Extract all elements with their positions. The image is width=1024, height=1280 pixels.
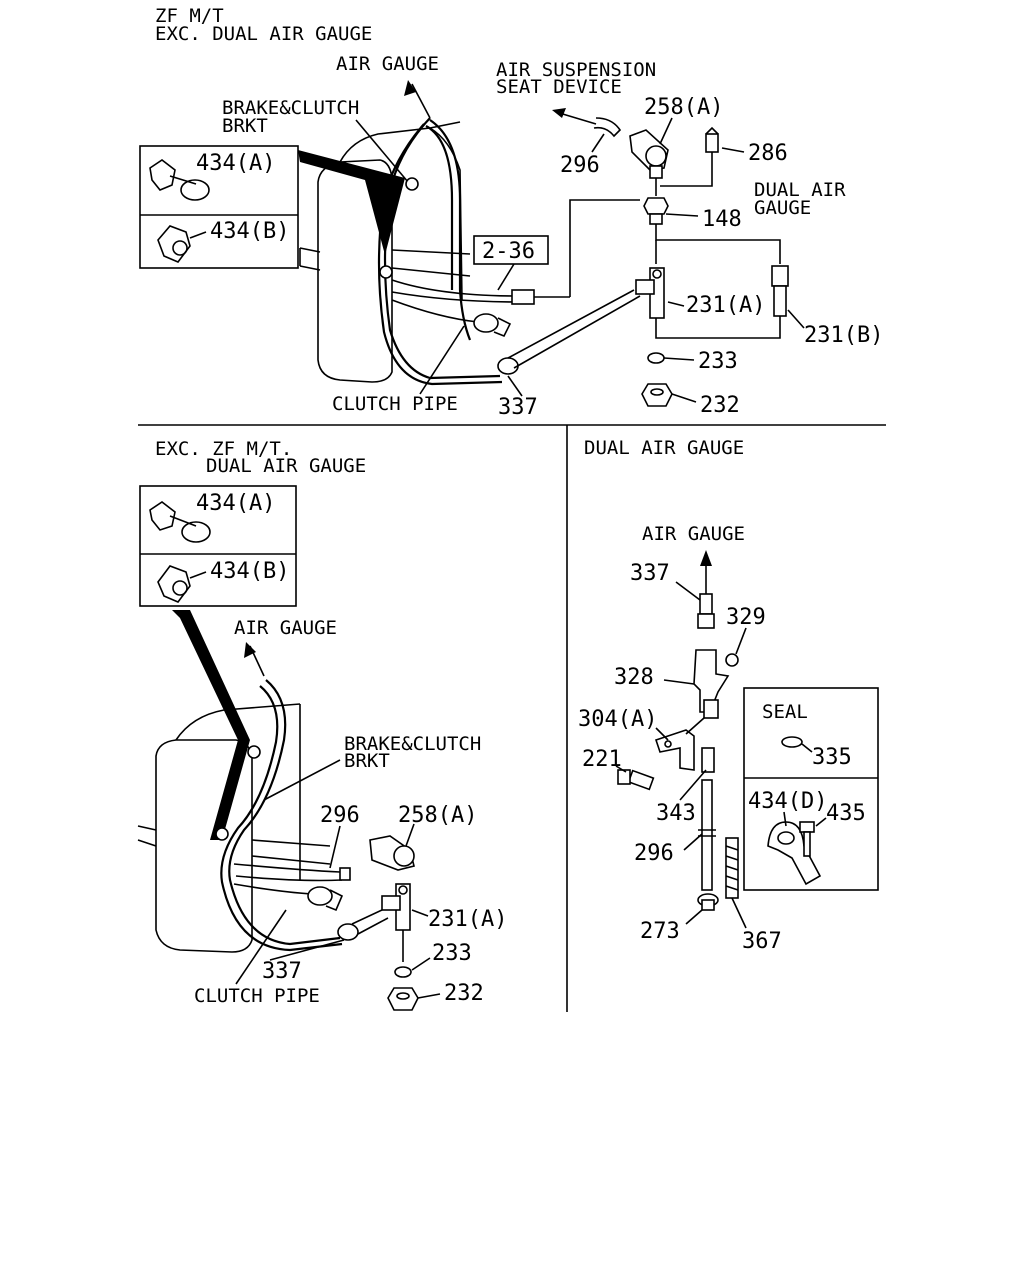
top-clip-legend-box <box>139 145 299 269</box>
br-label-335: 335 <box>812 745 852 770</box>
top-part-286 <box>705 126 719 153</box>
top-part-232 <box>641 383 673 407</box>
bl-air-gauge-label: AIR GAUGE <box>234 617 337 639</box>
bl-title-line2: DUAL AIR GAUGE <box>206 455 366 477</box>
top-part-231b <box>771 265 789 317</box>
bl-clutch-pipe-label: CLUTCH PIPE <box>194 985 320 1007</box>
br-part-329 <box>725 653 739 667</box>
top-part-231a <box>635 267 665 319</box>
bl-part-232 <box>387 987 419 1011</box>
br-part-434d <box>767 821 822 886</box>
bl-cab-panel <box>137 703 331 953</box>
top-brkt-line1: BRAKE&CLUTCH <box>222 97 359 119</box>
br-title: DUAL AIR GAUGE <box>584 437 744 459</box>
top-air-hose <box>425 119 472 341</box>
top-label-232: 232 <box>700 393 740 418</box>
br-label-273: 273 <box>640 919 680 944</box>
br-label-328: 328 <box>614 665 654 690</box>
bl-label-232: 232 <box>444 981 484 1006</box>
top-cab-panel <box>299 121 471 383</box>
top-air-gauge-label: AIR GAUGE <box>336 53 439 75</box>
top-leader-wedge <box>298 150 405 255</box>
br-part-343 <box>701 747 715 773</box>
bl-clip-legend-box <box>139 485 297 607</box>
top-part-233 <box>647 352 665 364</box>
bl-brkt-line1: BRAKE&CLUTCH <box>344 733 481 755</box>
top-label-148: 148 <box>702 207 742 232</box>
br-label-304a: 304(A) <box>578 707 657 732</box>
top-title-line1: ZF M/T <box>155 5 224 27</box>
top-ref-box-label: 2-36 <box>482 239 535 264</box>
top-title-line2: EXC. DUAL AIR GAUGE <box>155 23 372 45</box>
bl-label-296: 296 <box>320 803 360 828</box>
bottom-left-section: EXC. ZF M/T. DUAL AIR GAUGE 434(A) 434(B… <box>137 438 507 1011</box>
br-part-435 <box>799 821 815 857</box>
top-label-286: 286 <box>748 141 788 166</box>
bl-label-258a: 258(A) <box>398 803 477 828</box>
bl-part-233 <box>394 966 412 978</box>
br-label-329: 329 <box>726 605 766 630</box>
br-label-296: 296 <box>634 841 674 866</box>
br-label-221: 221 <box>582 747 622 772</box>
top-air-susp-line2: SEAT DEVICE <box>496 76 622 98</box>
bl-title-line1: EXC. ZF M/T. <box>155 438 292 460</box>
top-brkt-line2: BRKT <box>222 115 268 137</box>
top-ref-box <box>473 235 549 265</box>
top-part-258a <box>629 129 669 179</box>
bl-label-337: 337 <box>262 959 302 984</box>
br-seal-label: SEAL <box>762 701 808 723</box>
top-label-296: 296 <box>560 153 600 178</box>
br-label-337: 337 <box>630 561 670 586</box>
br-part-304a <box>654 729 695 771</box>
top-air-susp-line1: AIR SUSPENSION <box>496 59 656 81</box>
top-label-337: 337 <box>498 395 538 420</box>
bl-label-231a: 231(A) <box>428 907 507 932</box>
br-part-337 <box>697 593 715 629</box>
top-dual-line1: DUAL AIR <box>754 179 846 201</box>
br-label-343: 343 <box>656 801 696 826</box>
top-air-pipe <box>391 279 521 303</box>
br-label-435: 435 <box>826 801 866 826</box>
br-part-221 <box>617 769 655 791</box>
clip-434a-icon <box>149 159 210 201</box>
top-label-258a: 258(A) <box>644 95 723 120</box>
bl-label-434a: 434(A) <box>196 491 275 516</box>
bl-brkt-line2: BRKT <box>344 750 390 772</box>
br-label-367: 367 <box>742 929 782 954</box>
top-label-231a: 231(A) <box>686 293 765 318</box>
top-part-148 <box>643 197 669 225</box>
bl-clip-434a-icon <box>149 501 211 543</box>
br-label-434d: 434(D) <box>748 789 827 814</box>
bottom-right-section: DUAL AIR GAUGE AIR GAUGE 337 329 328 304… <box>578 437 879 954</box>
top-label-233: 233 <box>698 349 738 374</box>
bl-air-hose <box>220 679 343 952</box>
br-part-367 <box>725 837 739 899</box>
bl-label-434b: 434(B) <box>210 559 289 584</box>
br-detail-box <box>743 687 879 891</box>
top-label-434a: 434(A) <box>196 151 275 176</box>
bl-clip-434b-icon <box>157 565 191 603</box>
top-section: ZF M/T EXC. DUAL AIR GAUGE 434(A) 434(B) <box>139 5 883 420</box>
bl-leader-wedge <box>172 610 250 840</box>
top-dual-line2: GAUGE <box>754 197 811 219</box>
bl-label-233: 233 <box>432 941 472 966</box>
clip-434b-icon <box>157 225 191 263</box>
br-air-gauge-label: AIR GAUGE <box>642 523 745 545</box>
br-part-335 <box>781 736 803 748</box>
br-part-328 <box>693 649 730 719</box>
br-part-273 <box>697 893 719 911</box>
top-clutch-pipe-label: CLUTCH PIPE <box>332 393 458 415</box>
top-label-434b: 434(B) <box>210 219 289 244</box>
bl-part-258a <box>369 835 415 871</box>
top-label-231b: 231(B) <box>804 323 883 348</box>
bl-part-231a <box>381 883 411 931</box>
